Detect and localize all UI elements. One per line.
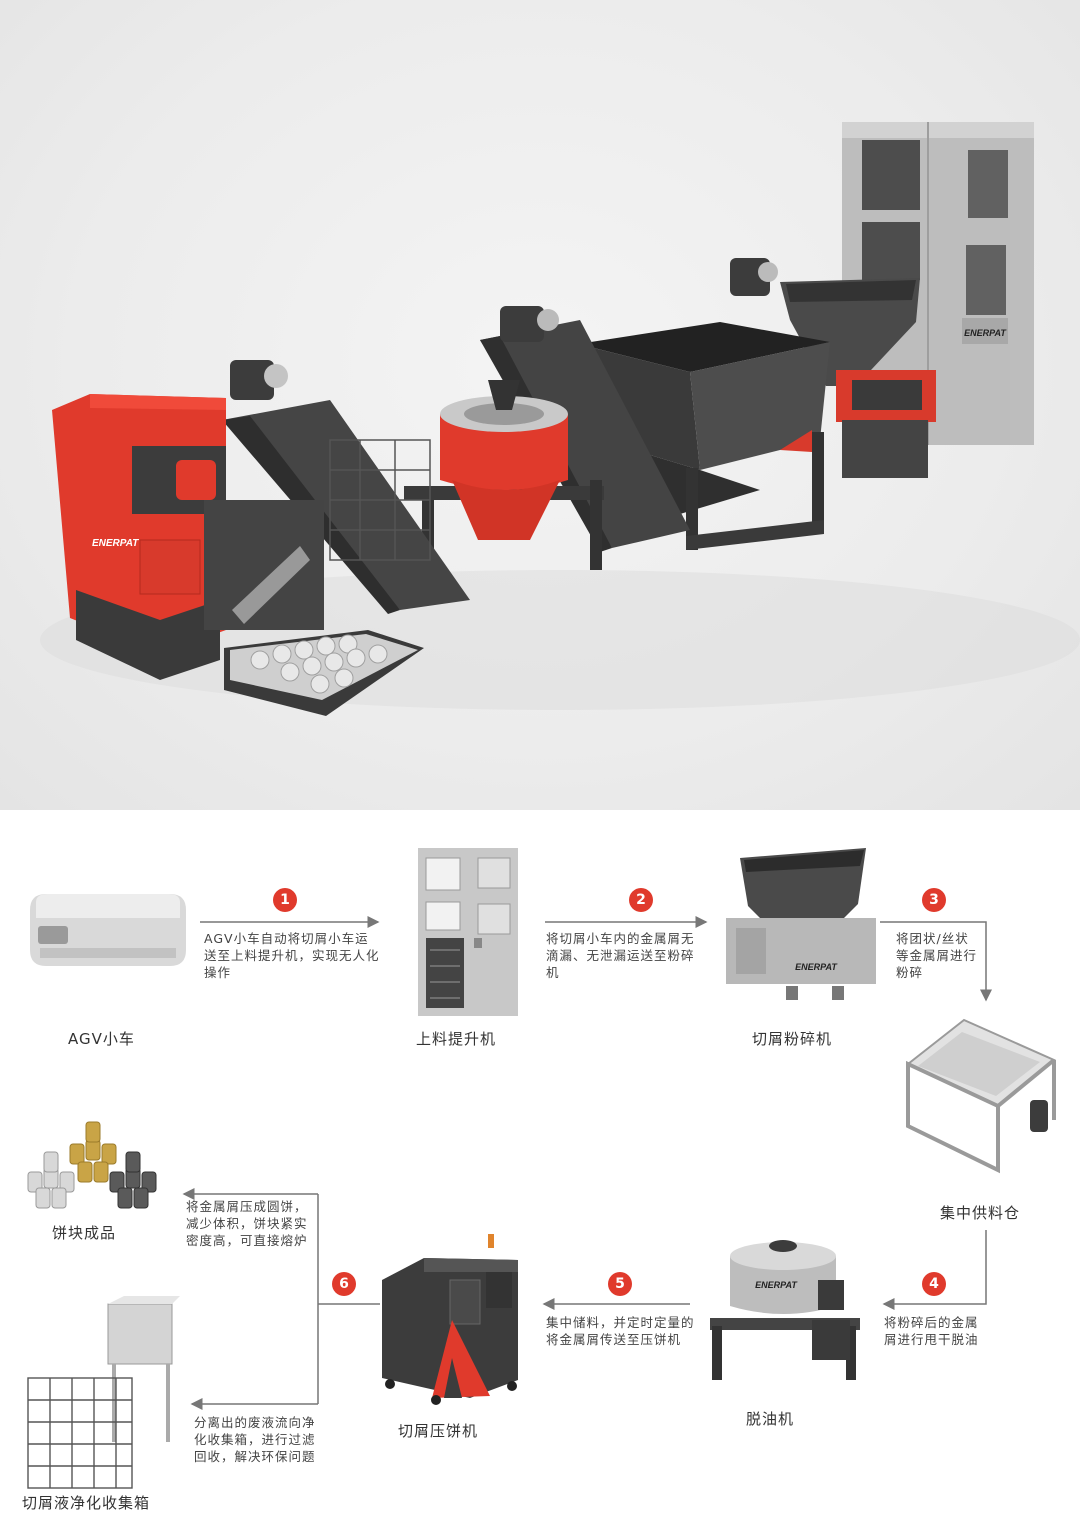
crusher-logo: ENERPAT: [795, 962, 838, 972]
step-4-text: 将粉碎后的金属屑进行甩干脱油: [884, 1315, 979, 1347]
label-agv: AGV小车: [68, 1030, 135, 1048]
step-5-text: 集中储料，并定时定量的将金属屑传送至压饼机: [546, 1315, 695, 1347]
deoiler-logo: ENERPAT: [755, 1280, 798, 1290]
label-press: 切屑压饼机: [398, 1422, 479, 1440]
step-4-badge: 4: [922, 1272, 946, 1296]
step-3-text: 将团状/丝状等金属屑进行粉碎: [896, 931, 978, 980]
step-2-badge: 2: [629, 888, 653, 912]
lifter-tower-icon: [418, 848, 518, 1016]
flow-graphics: ENERPAT ENERPAT: [27, 848, 1056, 1489]
briquette-products-icon: [27, 1121, 157, 1209]
crusher-icon: ENERPAT: [726, 848, 876, 1000]
collection-tank-icon: [27, 1296, 180, 1489]
step-1-text: AGV小车自动将切屑小车运送至上料提升机，实现无人化操作: [204, 931, 380, 980]
briquette-basket: [224, 630, 424, 716]
shredder-right: [730, 258, 936, 478]
tower-logo: ENERPAT: [964, 328, 1007, 338]
label-deoiler: 脱油机: [746, 1410, 795, 1428]
step-6-liquid-text: 分离出的废液流向净化收集箱，进行过滤回收，解决环保问题: [194, 1415, 316, 1464]
label-crusher: 切屑粉碎机: [752, 1030, 833, 1048]
red-briquetting-press: ENERPAT: [52, 394, 324, 680]
red-centrifuge: [404, 380, 604, 580]
step-6-product-text: 将金属屑压成圆饼，减少体积，饼块紧实密度高，可直接熔炉: [186, 1199, 308, 1248]
flow-arrows: [182, 916, 992, 1410]
step-3-badge: 3: [922, 888, 946, 912]
production-line-illustration: ENERPAT: [40, 122, 1080, 716]
press-machine-icon: [382, 1234, 518, 1405]
production-line-render: ENERPAT: [0, 0, 1080, 810]
silo-icon: [906, 1018, 1056, 1174]
tower-cabinet: ENERPAT: [842, 122, 1034, 445]
cage-container: [329, 439, 431, 561]
deoiler-icon: ENERPAT: [710, 1240, 860, 1380]
press-logo: ENERPAT: [92, 538, 139, 549]
label-tank: 切屑液净化收集箱: [22, 1494, 151, 1512]
label-silo: 集中供料仓: [940, 1204, 1021, 1222]
step-2-text: 将切屑小车内的金属屑无滴漏、无泄漏运送至粉碎机: [546, 931, 695, 980]
process-flow: ENERPAT ENERPAT: [0, 810, 1080, 1522]
agv-cart-icon: [30, 894, 186, 966]
label-product: 饼块成品: [52, 1224, 117, 1242]
label-lifter: 上料提升机: [416, 1030, 497, 1048]
step-6-badge: 6: [332, 1272, 356, 1296]
step-1-badge: 1: [273, 888, 297, 912]
step-5-badge: 5: [608, 1272, 632, 1296]
